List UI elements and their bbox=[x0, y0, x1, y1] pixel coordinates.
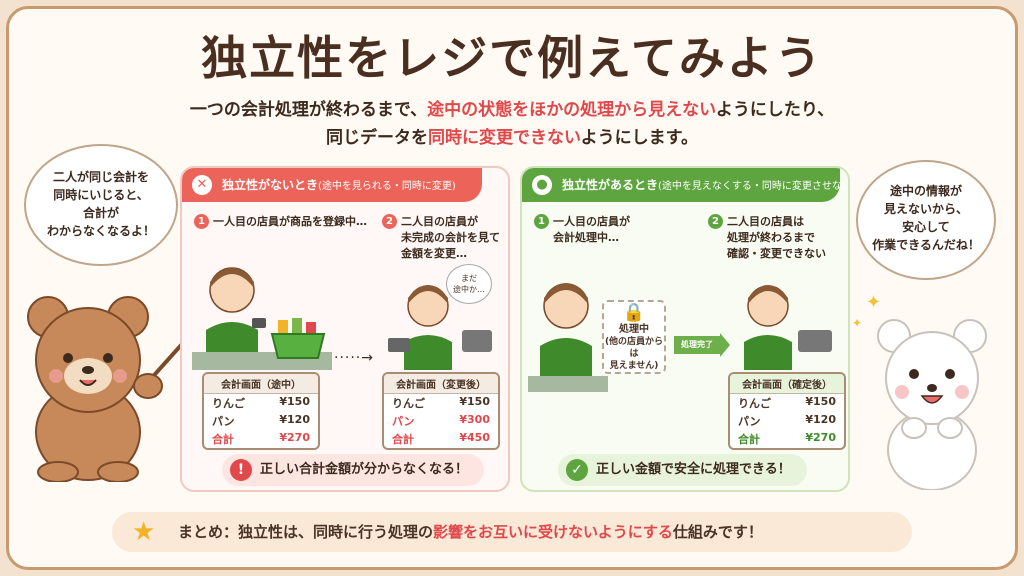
white-bear-speech-bubble: 途中の情報が 見えないから、 安心して 作業できるんだね！ bbox=[856, 160, 996, 280]
register-screen-in-progress: 会計画面（途中） りんご¥150 パン¥120 合計¥270 bbox=[202, 372, 320, 450]
register-screen-modified: 会計画面（変更後） りんご¥150 パン¥300 合計¥450 bbox=[382, 372, 500, 450]
verdict-good: ✓ 正しい金額で安全に処理できる！ bbox=[558, 454, 807, 486]
summary-banner: ★ まとめ：独立性は、同時に行う処理の影響をお互いに受けないようにする仕組みです… bbox=[112, 512, 912, 552]
screen-row: りんご¥150 bbox=[212, 395, 310, 410]
screen-row-total: 合計¥270 bbox=[738, 431, 836, 446]
panel-header-good: ● 独立性があるとき(途中を見えなくする・同時に変更させない) bbox=[522, 168, 848, 202]
screen-row-modified: パン¥300 bbox=[392, 413, 490, 428]
screen-row-total: 合計¥450 bbox=[392, 431, 490, 446]
dashed-arrow: ·····→ bbox=[334, 350, 374, 366]
screen-row: りんご¥150 bbox=[738, 395, 836, 410]
sparkle-icon: ✦ bbox=[866, 292, 882, 313]
cashier-with-scanner-illustration bbox=[192, 267, 332, 370]
shopping-basket-icon bbox=[270, 318, 326, 359]
sparkle-icon: ✦ bbox=[852, 316, 863, 330]
check-icon: ✓ bbox=[566, 459, 588, 481]
processing-lock-box: 🔒 処理中 (他の店員からは 見えません) bbox=[602, 300, 666, 374]
warning-icon: ! bbox=[230, 459, 252, 481]
page-title: 独立性をレジで例えてみよう bbox=[201, 31, 823, 85]
screen-row: パン¥120 bbox=[212, 413, 310, 428]
cashier-processing-illustration bbox=[528, 283, 608, 392]
lock-icon: 🔒 bbox=[622, 302, 646, 323]
thought-bubble: まだ 途中か… bbox=[446, 264, 492, 304]
screen-row-total: 合計¥270 bbox=[212, 431, 310, 446]
panel-header-bad: ✕ 独立性がないとき(途中を見られる・同時に変更) bbox=[182, 168, 482, 202]
confused-cashier-illustration bbox=[388, 285, 492, 370]
screen-row: りんご¥150 bbox=[392, 395, 490, 410]
cashier-waiting-illustration bbox=[744, 285, 832, 370]
process-complete-arrow: 処理完了 bbox=[674, 333, 730, 357]
check-circle-icon: ● bbox=[532, 175, 552, 195]
subtitle: 一つの会計処理が終わるまで、途中の状態をほかの処理から見えないようにしたり、 同… bbox=[189, 100, 835, 148]
register-screen-confirmed: 会計画面（確定後） りんご¥150 パン¥120 合計¥270 bbox=[728, 372, 846, 450]
screen-row: パン¥120 bbox=[738, 413, 836, 428]
cross-icon: ✕ bbox=[192, 175, 212, 195]
verdict-bad: ! 正しい合計金額が分からなくなる！ bbox=[222, 454, 485, 486]
brown-bear-speech-bubble: 二人が同じ会計を 同時にいじると、 合計が わからなくなるよ！ bbox=[24, 144, 178, 266]
white-bear-illustration bbox=[877, 319, 987, 490]
star-icon: ★ bbox=[132, 517, 156, 547]
brown-bear-illustration bbox=[27, 296, 198, 482]
